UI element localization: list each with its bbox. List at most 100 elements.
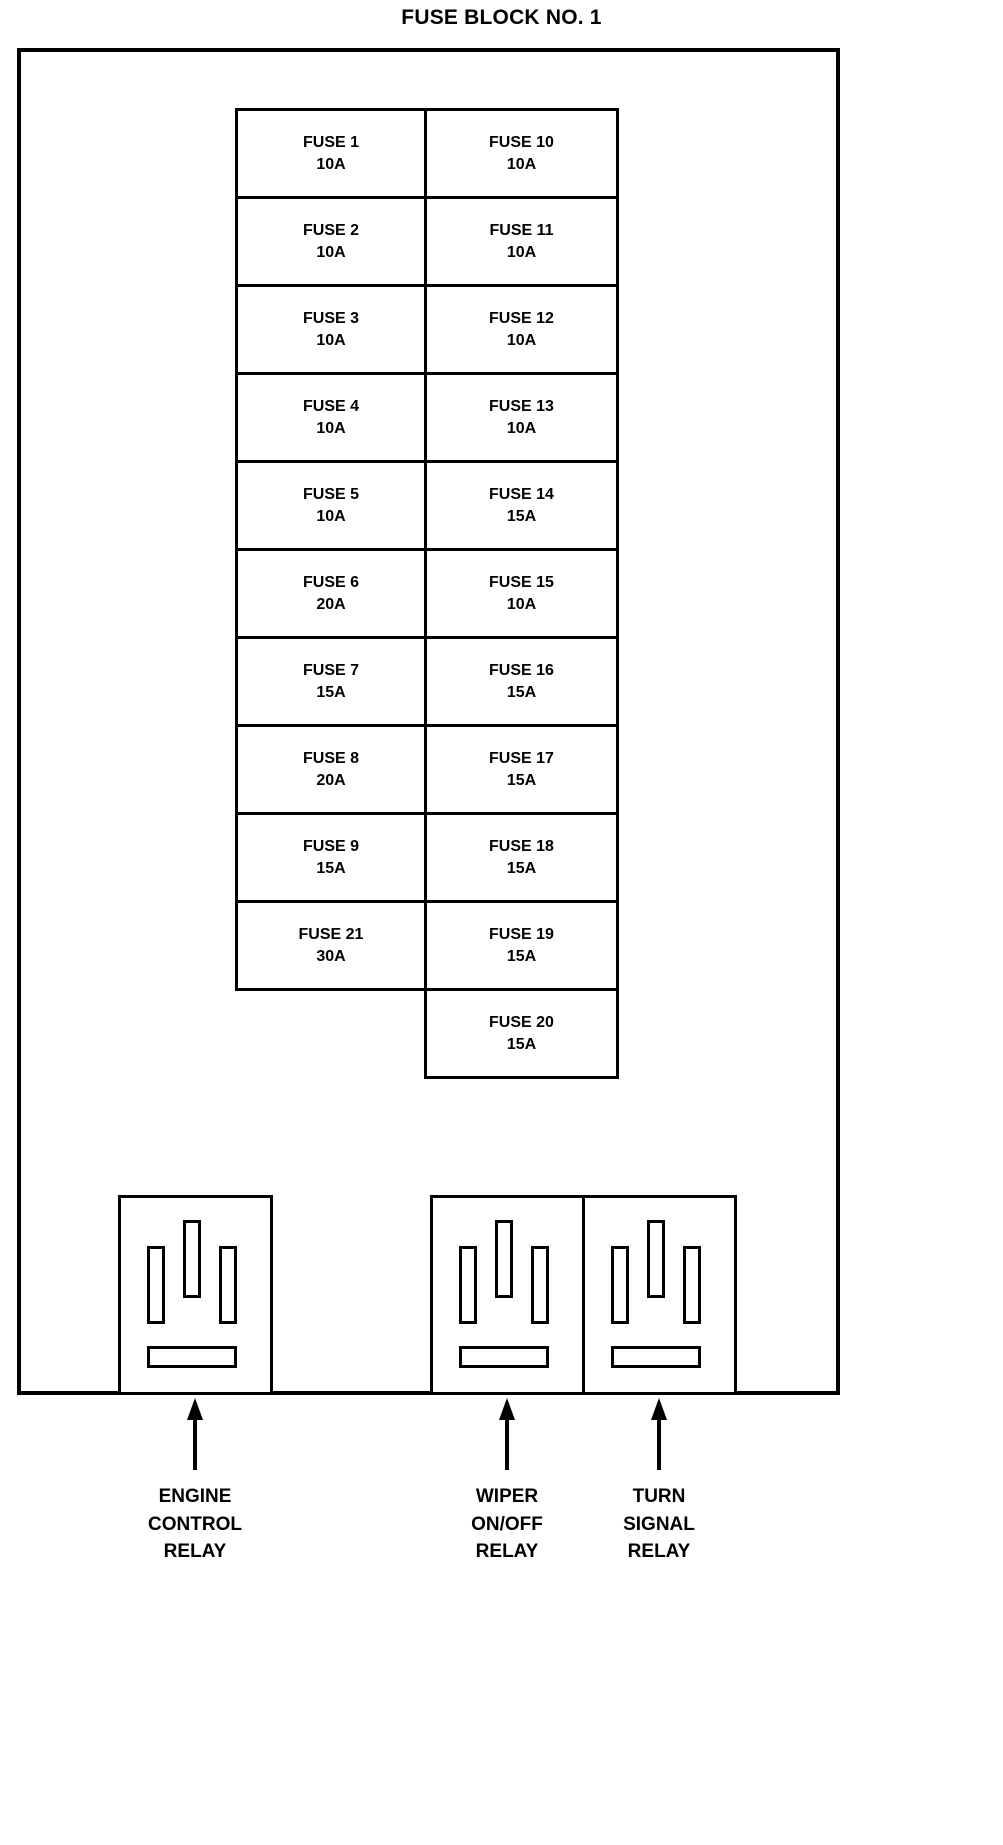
page-title: FUSE BLOCK NO. 1 <box>401 6 602 29</box>
relay-terminal-slot-wide <box>459 1346 549 1368</box>
relay-terminal-slot-center <box>183 1220 201 1298</box>
arrow-up-icon <box>187 1398 203 1420</box>
relay-terminal-slot-right <box>683 1246 701 1324</box>
fuse-cell[interactable]: FUSE 14 15A <box>424 460 619 551</box>
fuse-rating: 10A <box>506 155 537 173</box>
fuse-cell[interactable]: FUSE 18 15A <box>424 812 619 903</box>
fuse-label: FUSE 13 <box>489 398 554 416</box>
fuse-cell[interactable]: FUSE 19 15A <box>424 900 619 991</box>
relay-label-line: ENGINE <box>158 1486 232 1507</box>
fuse-label: FUSE 5 <box>302 486 359 504</box>
fuse-cell[interactable]: FUSE 17 15A <box>424 724 619 815</box>
fuse-cell[interactable]: FUSE 15 10A <box>424 548 619 639</box>
relay-terminal-slot-center <box>495 1220 513 1298</box>
relay-callout-arrow <box>495 1398 519 1470</box>
relay-label-line: RELAY <box>475 1541 539 1563</box>
relay-terminal-slot-left <box>147 1246 165 1324</box>
fuse-rating: 10A <box>506 331 537 349</box>
fuse-label: FUSE 1 <box>302 134 359 152</box>
relay-socket[interactable] <box>118 1195 273 1395</box>
fuse-label: FUSE 15 <box>489 574 554 592</box>
relay-socket[interactable] <box>582 1195 737 1395</box>
fuse-rating: 20A <box>316 771 346 789</box>
fuse-label: FUSE 11 <box>489 222 554 240</box>
fuse-cell[interactable]: FUSE 8 20A <box>235 724 427 815</box>
fuse-label: FUSE 2 <box>302 222 359 240</box>
fuse-cell[interactable]: FUSE 11 10A <box>424 196 619 287</box>
fuse-rating: 15A <box>316 683 346 701</box>
fuse-rating: 10A <box>506 419 537 437</box>
fuse-label: FUSE 9 <box>302 838 359 856</box>
relay-terminal-slot-left <box>611 1246 629 1324</box>
fuse-column-right: FUSE 10 10A FUSE 11 10A FUSE 12 10A FUSE 13 10A… <box>424 108 619 1079</box>
fuse-label: FUSE 16 <box>489 662 554 680</box>
fuse-rating: 15A <box>506 859 537 877</box>
fuse-cell[interactable]: FUSE 2 10A <box>235 196 427 287</box>
fuse-label: FUSE 19 <box>489 926 554 944</box>
arrow-up-icon <box>651 1398 667 1420</box>
fuse-rating: 15A <box>506 683 537 701</box>
relay-terminal-slot-right <box>531 1246 549 1324</box>
fuse-rating: 15A <box>506 1035 537 1053</box>
relay-label-line: WIPER <box>475 1486 539 1507</box>
fuse-cell[interactable]: FUSE 12 10A <box>424 284 619 375</box>
fuse-cell[interactable]: FUSE 9 15A <box>235 812 427 903</box>
fuse-cell[interactable]: FUSE 1 10A <box>235 108 427 199</box>
relay-label-line: RELAY <box>163 1541 227 1563</box>
fuse-cell[interactable]: FUSE 6 20A <box>235 548 427 639</box>
fuse-rating: 10A <box>316 507 346 525</box>
relay-label-line: TURN <box>632 1486 686 1507</box>
fuse-label: FUSE 10 <box>489 134 554 152</box>
fuse-rating: 15A <box>316 859 346 877</box>
relay-label: ENGINE CONTROL RELAY <box>95 1483 295 1566</box>
relay-label-line: SIGNAL <box>623 1513 695 1535</box>
relay-label-line: RELAY <box>627 1541 691 1563</box>
fuse-label: FUSE 3 <box>302 310 359 328</box>
fuse-cell[interactable]: FUSE 20 15A <box>424 988 619 1079</box>
fuse-rating: 15A <box>506 507 537 525</box>
fuse-cell[interactable]: FUSE 3 10A <box>235 284 427 375</box>
fuse-cell[interactable]: FUSE 5 10A <box>235 460 427 551</box>
relay-terminal-slot-wide <box>147 1346 237 1368</box>
fuse-label: FUSE 20 <box>489 1014 554 1032</box>
fuse-cell[interactable]: FUSE 13 10A <box>424 372 619 463</box>
fuse-cell[interactable]: FUSE 16 15A <box>424 636 619 727</box>
arrow-shaft <box>505 1416 509 1470</box>
fuse-rating: 10A <box>316 331 346 349</box>
fuse-label: FUSE 7 <box>302 662 359 680</box>
relay-socket[interactable] <box>430 1195 585 1395</box>
fuse-cell[interactable]: FUSE 7 15A <box>235 636 427 727</box>
relay-row: ENGINE CONTROL RELAY WIPER ON/OFF RELAY TURN SI… <box>0 1195 1003 1562</box>
relay-label-line: ON/OFF <box>471 1513 543 1535</box>
fuse-rating: 10A <box>316 243 346 261</box>
fuse-cell[interactable]: FUSE 10 10A <box>424 108 619 199</box>
relay-terminal-slot-center <box>647 1220 665 1298</box>
relay-terminal-slot-right <box>219 1246 237 1324</box>
fuse-cell[interactable]: FUSE 21 30A <box>235 900 427 991</box>
fuse-rating: 30A <box>316 947 346 965</box>
fuse-label: FUSE 18 <box>489 838 554 856</box>
relay-terminal-slot-left <box>459 1246 477 1324</box>
fuse-label: FUSE 8 <box>302 750 359 768</box>
fuse-rating: 10A <box>506 243 537 261</box>
fuse-rating: 15A <box>506 947 537 965</box>
arrow-shaft <box>193 1416 197 1470</box>
relay-terminal-slot-wide <box>611 1346 701 1368</box>
fuse-rating: 20A <box>316 595 346 613</box>
fuse-rating: 10A <box>316 155 346 173</box>
fuse-rating: 15A <box>506 771 537 789</box>
fuse-label: FUSE 14 <box>489 486 554 504</box>
fuse-rating: 10A <box>506 595 537 613</box>
fuse-label: FUSE 17 <box>489 750 554 768</box>
arrow-up-icon <box>499 1398 515 1420</box>
fuse-rating: 10A <box>316 419 346 437</box>
arrow-shaft <box>657 1416 661 1470</box>
fuse-label: FUSE 6 <box>302 574 359 592</box>
fuse-label: FUSE 12 <box>489 310 554 328</box>
fuse-label: FUSE 21 <box>298 926 364 944</box>
relay-label: WIPER ON/OFF RELAY <box>407 1483 607 1566</box>
relay-label-line: CONTROL <box>148 1513 242 1535</box>
